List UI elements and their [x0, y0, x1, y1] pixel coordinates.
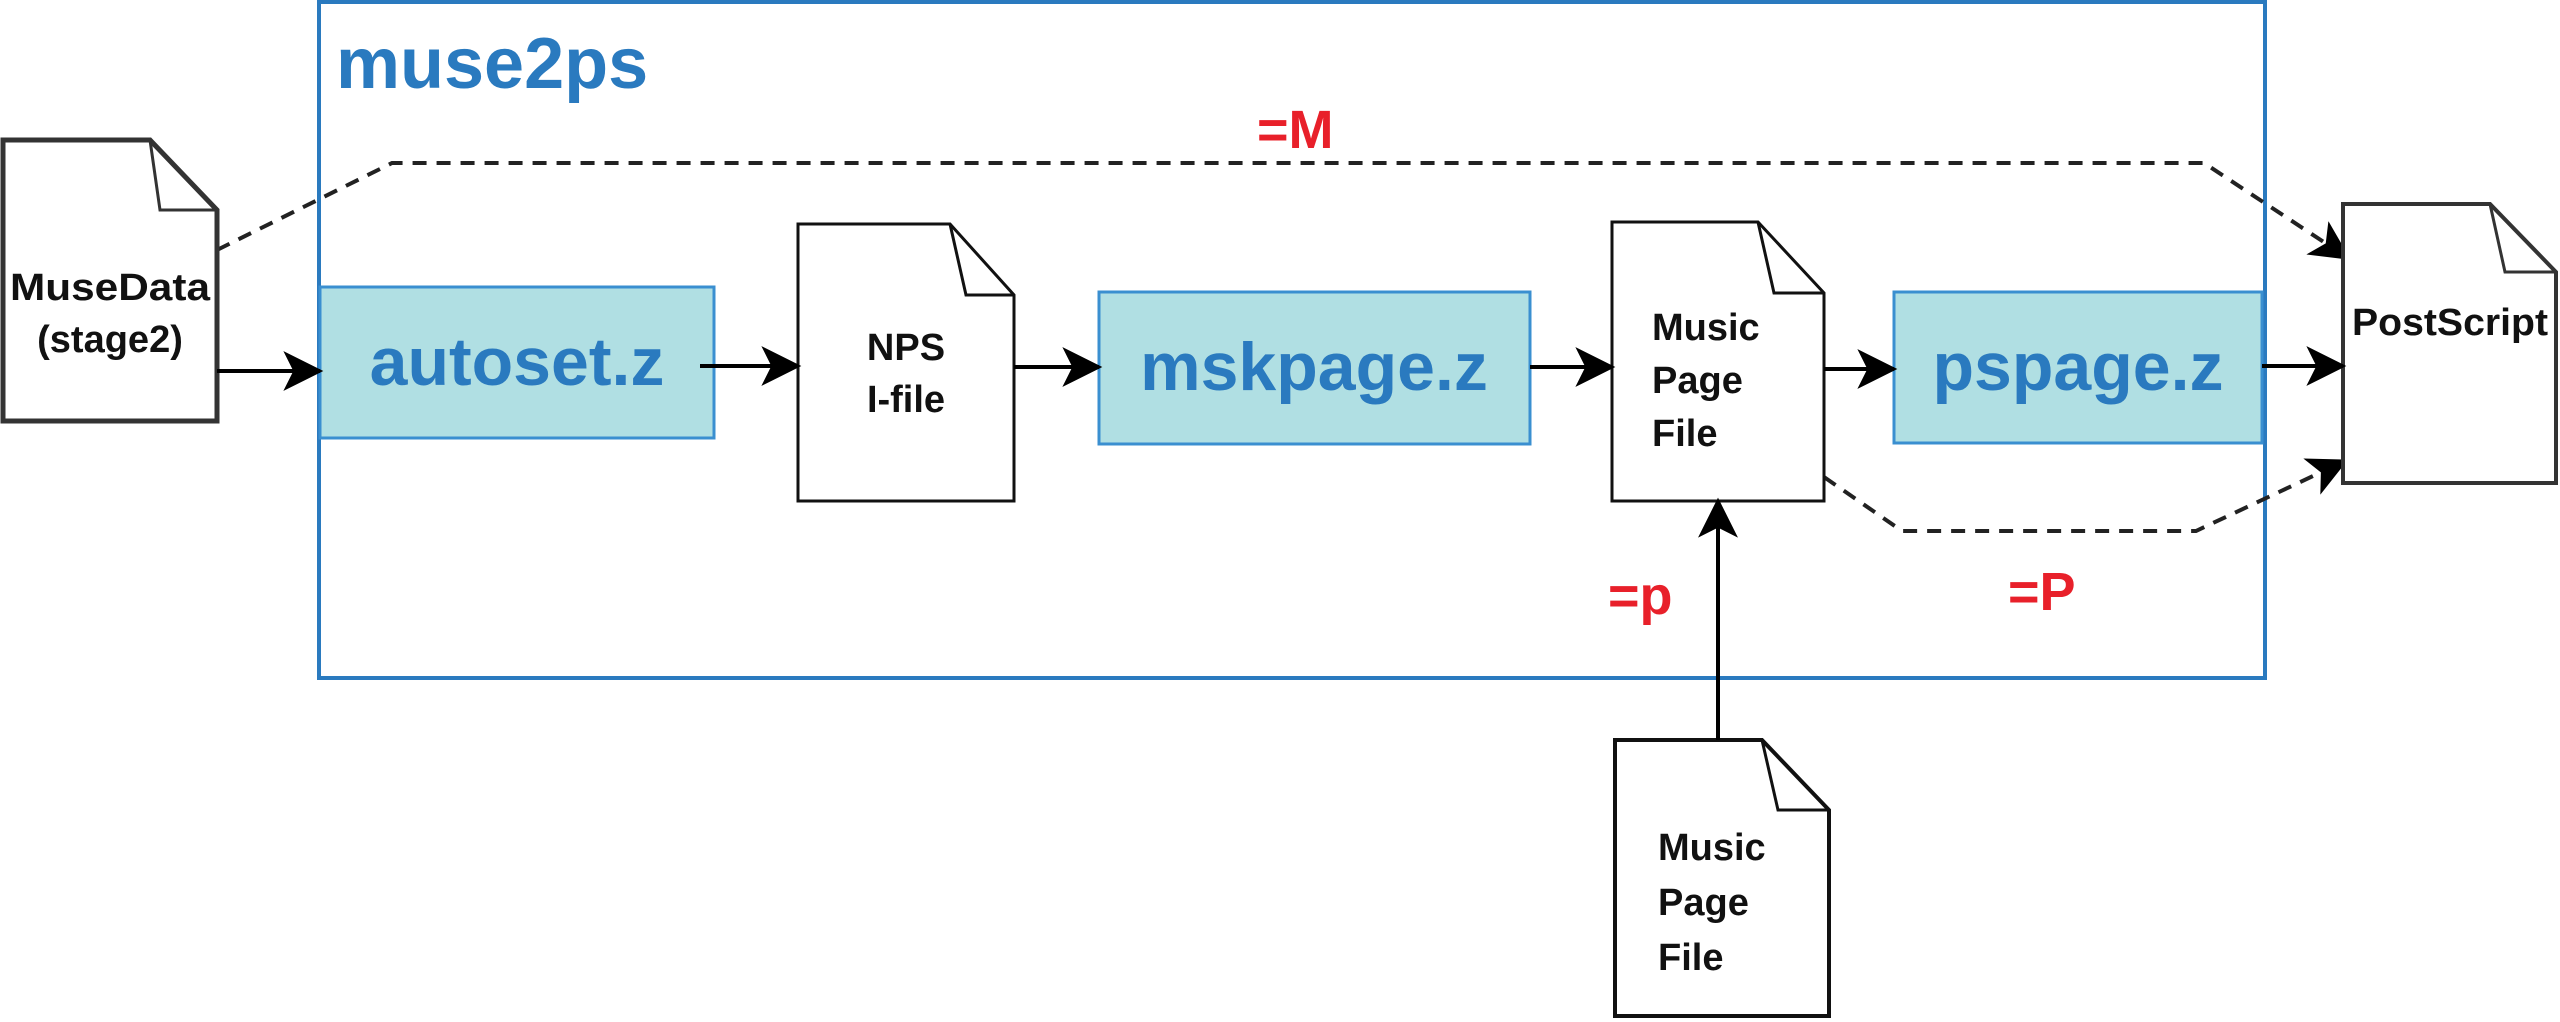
postscript-label: PostScript: [2352, 302, 2548, 344]
music-page-input-line-3: File: [1658, 937, 1723, 979]
process-pspage-label: pspage.z: [1933, 329, 2224, 405]
process-pspage: pspage.z: [1892, 290, 2264, 445]
document-nps-ifile: NPS I-file: [796, 222, 1016, 503]
process-autoset-label: autoset.z: [370, 324, 665, 400]
option-P-path: [1822, 458, 2349, 533]
document-music-page-file-input: Music Page File: [1613, 738, 1831, 1018]
option-M-path: [216, 161, 2351, 260]
process-autoset: autoset.z: [318, 285, 716, 440]
document-music-page-file: Music Page File: [1610, 220, 1826, 503]
container-title: muse2ps: [336, 24, 648, 104]
musedata-line-2: (stage2): [37, 319, 183, 361]
process-mskpage-label: mskpage.z: [1140, 329, 1488, 405]
option-M-label: =M: [1257, 100, 1334, 160]
music-page-line-1: Music: [1652, 307, 1760, 349]
music-page-line-2: Page: [1652, 360, 1743, 402]
process-mskpage: mskpage.z: [1097, 290, 1532, 446]
document-postscript: PostScript: [2341, 202, 2558, 485]
document-musedata: MuseData (stage2): [0, 137, 220, 424]
music-page-input-line-1: Music: [1658, 827, 1766, 869]
option-p-label: =p: [1608, 566, 1673, 626]
music-page-line-3: File: [1652, 413, 1717, 455]
musedata-line-1: MuseData: [10, 267, 211, 309]
music-page-input-line-2: Page: [1658, 882, 1749, 924]
nps-line-2: I-file: [867, 379, 945, 421]
option-P-label: =P: [2008, 562, 2076, 622]
nps-line-1: NPS: [867, 327, 945, 369]
